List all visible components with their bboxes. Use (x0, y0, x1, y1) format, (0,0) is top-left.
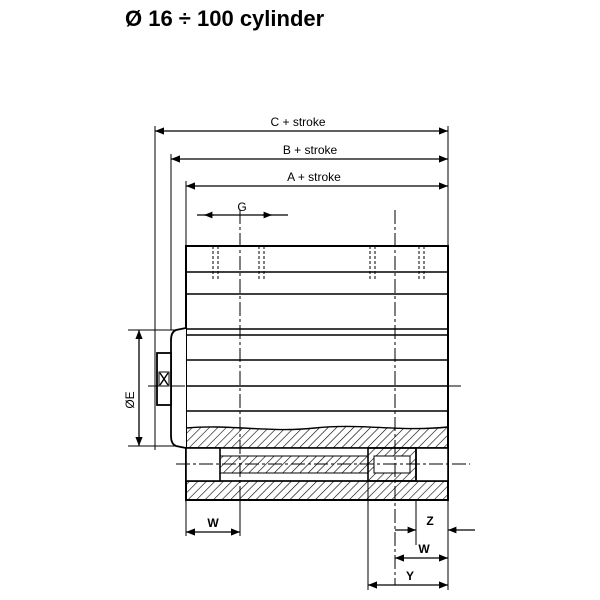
dimension-y: Y (367, 481, 449, 590)
label-c-stroke: C + stroke (270, 115, 325, 129)
drawing-title: Ø 16 ÷ 100 cylinder (125, 6, 325, 31)
dimension-w-left: W (185, 500, 241, 536)
label-b-stroke: B + stroke (283, 143, 338, 157)
label-w-left: W (207, 516, 219, 530)
label-g: G (237, 200, 246, 214)
label-a-stroke: A + stroke (287, 170, 341, 184)
dimension-w-right: W (395, 542, 448, 562)
dimension-z: Z (395, 500, 475, 545)
dimension-a-stroke: A + stroke (186, 170, 448, 190)
dimension-b-stroke: B + stroke (171, 143, 448, 163)
label-z: Z (426, 514, 433, 528)
cylinder-body (176, 245, 470, 501)
label-y: Y (406, 569, 414, 583)
rod-end-cap (156, 327, 187, 449)
extension-lines (154, 126, 449, 450)
center-lines (148, 210, 462, 585)
dimension-e: ØE (123, 329, 175, 447)
dimension-g: G (197, 200, 288, 219)
label-w-right: W (418, 542, 430, 556)
label-e: ØE (123, 391, 137, 408)
dimension-c-stroke: C + stroke (155, 115, 448, 135)
